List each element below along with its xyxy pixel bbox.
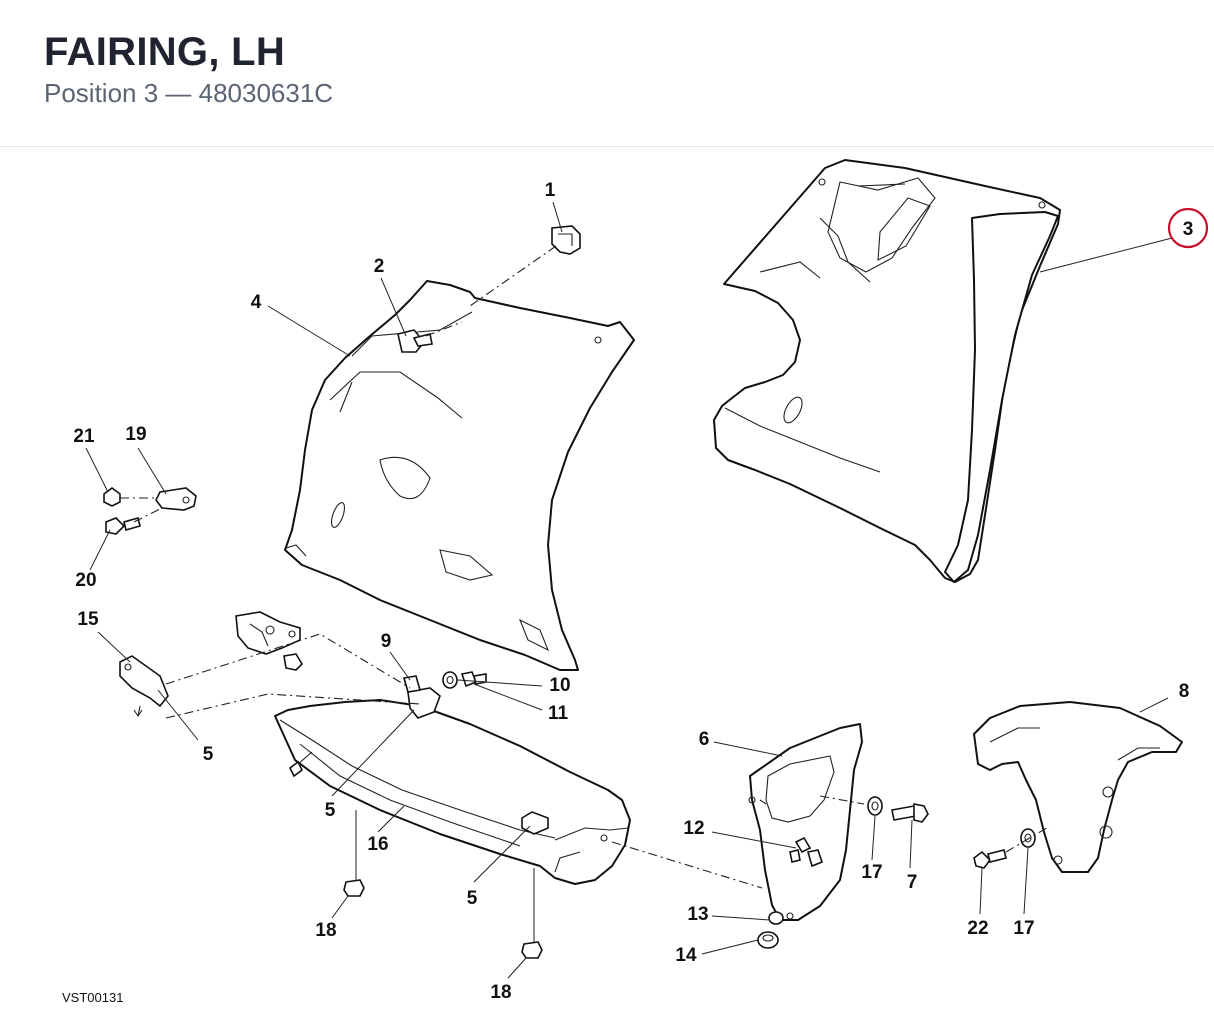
callout-2[interactable]: 2: [374, 256, 385, 277]
callout-10[interactable]: 10: [549, 675, 570, 696]
part-15-mount-bracket[interactable]: [119, 655, 169, 717]
part-14-grommet[interactable]: [757, 931, 779, 949]
callout-17-right[interactable]: 17: [1013, 918, 1034, 939]
part-19-plate[interactable]: [155, 487, 197, 511]
callout-5-left[interactable]: 5: [203, 744, 214, 765]
reference-code: VST00131: [62, 990, 124, 1005]
callout-13[interactable]: 13: [687, 904, 708, 925]
callout-15[interactable]: 15: [77, 609, 99, 630]
callout-12[interactable]: 12: [683, 818, 704, 839]
callout-18-bottom[interactable]: 18: [490, 982, 511, 1003]
callout-8[interactable]: 8: [1179, 681, 1190, 702]
callout-5-middle[interactable]: 5: [325, 800, 336, 821]
hinge-assembly: [235, 611, 304, 671]
callout-21[interactable]: 21: [73, 426, 95, 447]
callout-6[interactable]: 6: [699, 729, 710, 750]
highlight-circle: [1167, 207, 1209, 249]
callout-7[interactable]: 7: [907, 872, 918, 893]
assembly-lines: [120, 245, 1051, 889]
part-12-screw[interactable]: [789, 836, 823, 868]
part-7-screw[interactable]: [891, 803, 929, 823]
callout-14[interactable]: 14: [675, 945, 697, 966]
leader-lines: [85, 201, 1173, 979]
part-21-nut[interactable]: [103, 487, 121, 507]
part-13-nut[interactable]: [768, 911, 784, 925]
part-11-screw[interactable]: [460, 671, 487, 688]
callout-20[interactable]: 20: [75, 570, 96, 591]
page-subtitle: Position 3 — 48030631C: [44, 78, 334, 108]
callout-5-right[interactable]: 5: [467, 888, 478, 909]
pan-pin: [288, 751, 313, 778]
part-10-washer[interactable]: [442, 671, 458, 689]
part-8-front-bracket[interactable]: [973, 701, 1183, 873]
part-16-belly-pan[interactable]: [274, 687, 631, 885]
callout-4[interactable]: 4: [251, 292, 262, 313]
part-1-clip[interactable]: [551, 225, 581, 255]
callout-labels: 1 2 3 4 21 19 20 15 5 9 10 11 5 16 5 18 …: [73, 180, 1193, 1003]
part-22-screw[interactable]: [973, 849, 1007, 869]
callout-1[interactable]: 1: [545, 180, 556, 201]
part-4-lower-panel[interactable]: [284, 280, 635, 671]
callout-17-middle[interactable]: 17: [861, 862, 882, 883]
page-title: FAIRING, LH: [44, 30, 286, 74]
callout-16[interactable]: 16: [367, 834, 388, 855]
part-20-bolt[interactable]: [105, 517, 141, 535]
callout-22[interactable]: 22: [967, 918, 988, 939]
callout-19[interactable]: 19: [125, 424, 146, 445]
part-18-grommet[interactable]: [343, 879, 543, 959]
part-17-washer[interactable]: [867, 796, 1036, 848]
header: FAIRING, LH Position 3 — 48030631C: [0, 0, 1214, 147]
part-2-grommet[interactable]: [397, 329, 433, 353]
exploded-parts-diagram: 1 2 3 4 21 19 20 15 5 9 10 11 5 16 5 18 …: [0, 148, 1214, 1034]
part-3-fairing-lh[interactable]: [713, 159, 1061, 583]
callout-9[interactable]: 9: [381, 631, 392, 652]
part-6-side-bracket[interactable]: [748, 723, 863, 921]
part-9-clip[interactable]: [402, 675, 422, 693]
callout-11[interactable]: 11: [548, 703, 569, 724]
callout-3[interactable]: 3: [1183, 219, 1194, 240]
callout-18-left[interactable]: 18: [315, 920, 336, 941]
